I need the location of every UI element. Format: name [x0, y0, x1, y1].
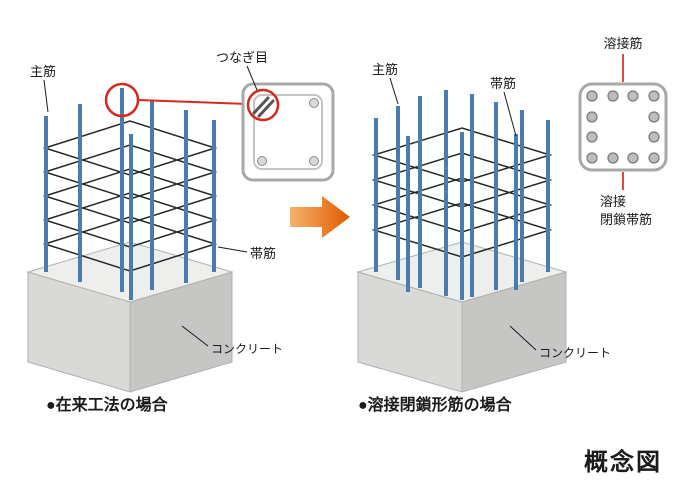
page-title: 概念図 — [584, 448, 662, 476]
arrow-shape — [290, 196, 350, 238]
rebar-cross-section-dot — [586, 111, 598, 123]
main-bar-leader-line — [43, 79, 49, 113]
concrete-leader-line — [509, 325, 537, 351]
rebar-cross-section-dot — [309, 98, 319, 108]
rebar-cross-section-dot — [309, 156, 319, 166]
left-main-bars — [44, 88, 216, 300]
rebar-cross-section-dot — [648, 152, 660, 164]
weld-closed-hoop-label-line2: 閉鎖帯筋 — [600, 212, 652, 227]
hoop-label: 帯筋 — [250, 246, 276, 261]
main-bar-leader-line — [389, 77, 399, 105]
left-caption: ●在来工法の場合 — [46, 395, 169, 414]
rebar-cross-section-dot — [648, 131, 660, 143]
rebar-cross-section-dot — [648, 90, 660, 102]
detail-frame — [578, 82, 668, 172]
rebar-cross-section-dot — [257, 156, 267, 166]
joint-hook-mark — [257, 99, 275, 118]
detail-highlight-circle — [246, 88, 280, 122]
rebar-cross-section-dot — [607, 152, 619, 164]
hoop-label: 帯筋 — [490, 76, 516, 91]
joint-connector-line — [137, 99, 249, 105]
left-detail-inset — [241, 82, 335, 182]
joint-hook-mark — [252, 96, 270, 115]
rebar-cross-section-dot — [627, 90, 639, 102]
joint-label: つなぎ目 — [216, 50, 268, 65]
rebar-cross-section-dot — [627, 152, 639, 164]
weld-closed-hoop-label-line1: 溶接 — [600, 194, 626, 209]
hoop-leader-line — [503, 91, 517, 137]
main-bar-label: 主筋 — [30, 64, 56, 79]
concrete-label: コンクリート — [211, 342, 283, 356]
rebar-cross-section-dots — [586, 90, 660, 164]
left-figure: 主筋 つなぎ目 帯筋 コンクリート ●在来工法の場合 — [26, 50, 335, 414]
rebar-cross-section-dot — [648, 111, 660, 123]
concrete-label: コンクリート — [539, 346, 611, 360]
joint-highlight — [104, 82, 249, 118]
right-main-bars — [374, 90, 550, 300]
hoop-cross-section — [253, 94, 323, 170]
hoop-leader-line — [217, 246, 248, 253]
right-figure: 主筋 帯筋 コンクリート ●溶接閉鎖形筋の場合 — [356, 62, 611, 414]
rebar-cross-section-dot — [586, 152, 598, 164]
right-caption: ●溶接閉鎖形筋の場合 — [358, 395, 513, 414]
main-bar-label: 主筋 — [372, 62, 398, 77]
rebar-cross-section-dot — [586, 131, 598, 143]
transform-arrow — [290, 196, 350, 238]
rebar-cross-section-dot — [607, 90, 619, 102]
left-leader-lines — [43, 65, 258, 347]
right-leader-lines — [389, 77, 537, 351]
rebar-cross-section-dot — [586, 90, 598, 102]
weld-bar-label: 溶接筋 — [603, 36, 642, 51]
joint-leader-line — [246, 65, 258, 91]
concrete-leader-line — [181, 325, 209, 347]
right-detail-inset: 溶接筋 溶接 閉鎖帯筋 — [578, 36, 668, 227]
